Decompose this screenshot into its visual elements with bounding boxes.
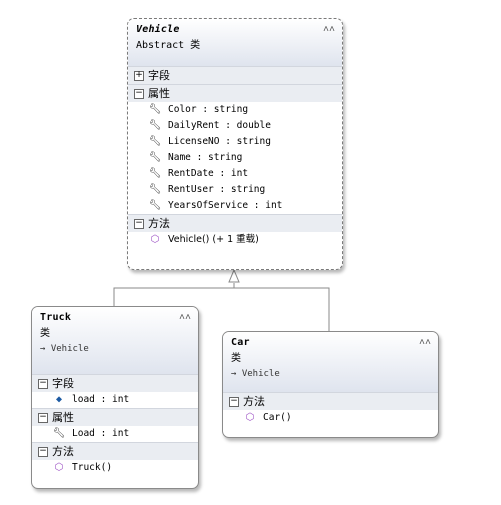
property-item[interactable]: 🔧︎ LicenseNO : string [128,134,342,150]
field-item[interactable]: ◆ load : int [32,392,198,408]
property-item[interactable]: 🔧︎ Name : string [128,150,342,166]
section-label: 字段 [52,377,74,390]
wrench-icon: 🔧︎ [148,168,162,179]
class-kind: 类 [40,328,50,339]
truck-class-box[interactable]: Truck 类 → Vehicle ˄˄ −字段 ◆load : int −属性… [31,306,199,489]
collapse-icon[interactable]: − [38,378,48,389]
section-methods[interactable]: −方法 [223,392,438,410]
member-label: Name : string [168,152,243,163]
collapse-icon[interactable]: − [134,88,144,99]
method-item[interactable]: ⬡ Vehicle() (+ 1 重载) [128,232,342,248]
car-class-box[interactable]: Car 类 → Vehicle ˄˄ −方法 ⬡ Car() [222,331,439,438]
member-label: Truck() [72,462,113,473]
double-chevron-up-icon[interactable]: ˄˄ [418,337,431,348]
member-label: RentDate : int [168,168,249,179]
section-methods[interactable]: −方法 [32,442,198,460]
collapse-icon[interactable]: − [38,446,48,457]
wrench-icon: 🔧︎ [148,120,162,131]
expand-icon[interactable]: + [134,70,144,81]
class-kind: 类 [231,353,241,364]
section-label: 方法 [52,445,74,458]
section-fields[interactable]: + 字段 [128,66,342,84]
collapse-icon[interactable]: − [229,396,239,407]
collapse-icon[interactable]: − [134,218,144,229]
vehicle-class-box[interactable]: Vehicle Abstract 类 ˄˄ +字段 −属性 🔧︎Color : … [127,18,343,270]
class-header: Truck 类 → Vehicle ˄˄ [32,307,198,374]
section-label: 字段 [148,69,170,82]
property-item[interactable]: 🔧︎ RentDate : int [128,166,342,182]
base-class-link[interactable]: → Vehicle [231,369,280,379]
property-item[interactable]: 🔧︎ RentUser : string [128,182,342,198]
method-item[interactable]: ⬡ Truck() [32,460,198,476]
class-kind: Abstract 类 [136,40,201,51]
section-methods[interactable]: −方法 [128,214,342,232]
private-field-icon: ◆ [55,394,63,405]
member-label: Load : int [72,428,130,439]
wrench-icon: 🔧︎ [148,136,162,147]
double-chevron-up-icon[interactable]: ˄˄ [178,312,191,323]
connector-line [113,283,330,331]
section-properties[interactable]: −属性 [128,84,342,102]
member-label: Vehicle() (+ 1 重载) [168,234,259,245]
method-item[interactable]: ⬡ Car() [223,410,438,426]
member-label: DailyRent : double [168,120,271,131]
section-label: 属性 [148,87,170,100]
inheritance-arrowhead [228,268,240,283]
class-header: Car 类 → Vehicle ˄˄ [223,332,438,392]
class-name: Car [231,337,250,348]
class-header: Vehicle Abstract 类 ˄˄ [128,19,342,66]
wrench-icon: 🔧︎ [148,200,162,211]
member-label: Car() [263,412,292,423]
member-label: LicenseNO : string [168,136,271,147]
property-item[interactable]: 🔧︎ DailyRent : double [128,118,342,134]
member-label: load : int [72,394,130,405]
class-name: Truck [40,312,72,323]
wrench-icon: 🔧︎ [148,184,162,195]
section-label: 属性 [52,411,74,424]
method-cube-icon: ⬡ [150,234,160,245]
method-cube-icon: ⬡ [245,412,255,423]
section-label: 方法 [243,395,265,408]
section-fields[interactable]: −字段 [32,374,198,392]
property-item[interactable]: 🔧︎ Color : string [128,102,342,118]
double-chevron-up-icon[interactable]: ˄˄ [322,24,335,35]
section-label: 方法 [148,217,170,230]
wrench-icon: 🔧︎ [52,428,66,439]
class-name: Vehicle [136,24,180,35]
property-item[interactable]: 🔧︎ YearsOfService : int [128,198,342,214]
wrench-icon: 🔧︎ [148,152,162,163]
method-cube-icon: ⬡ [54,462,64,473]
member-label: Color : string [168,104,249,115]
section-properties[interactable]: −属性 [32,408,198,426]
member-label: RentUser : string [168,184,266,195]
base-class-link[interactable]: → Vehicle [40,344,89,354]
collapse-icon[interactable]: − [38,412,48,423]
property-item[interactable]: 🔧︎ Load : int [32,426,198,442]
member-label: YearsOfService : int [168,200,283,211]
wrench-icon: 🔧︎ [148,104,162,115]
